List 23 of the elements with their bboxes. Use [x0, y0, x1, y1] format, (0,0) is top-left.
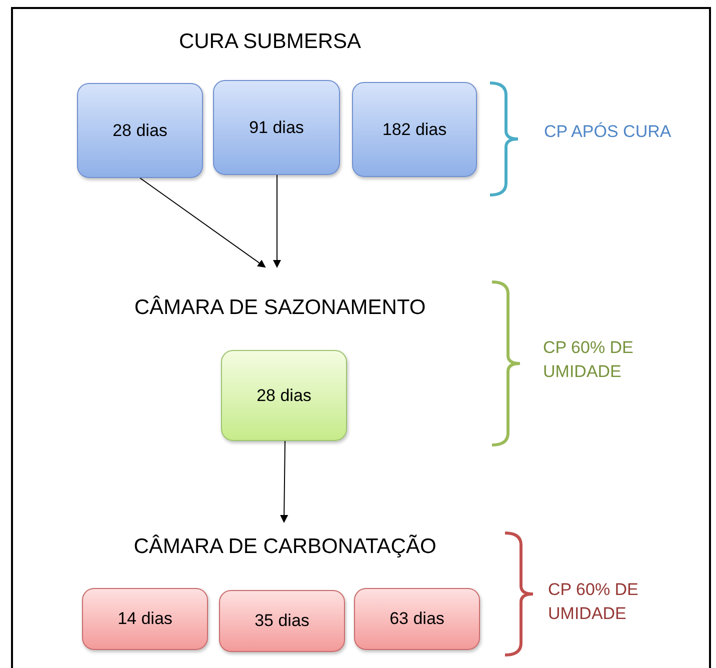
box-text: 14 dias	[118, 608, 172, 630]
box-text: 182 dias	[382, 118, 447, 141]
arrow	[140, 178, 266, 268]
box-text: 35 dias	[254, 610, 310, 632]
box-text: 63 dias	[390, 608, 444, 630]
process-box	[213, 80, 340, 175]
arrow	[273, 174, 281, 268]
process-box	[221, 350, 347, 441]
group-label: CP APÓS CURA	[544, 121, 672, 143]
process-box	[352, 82, 477, 177]
section-heading: CURA SUBMERSA	[178, 29, 362, 55]
process-box	[219, 590, 345, 652]
box-text: 28 dias	[256, 384, 312, 407]
process-box	[82, 588, 208, 650]
arrow	[280, 440, 288, 523]
group-label: CP 60% DE UMIDADE	[543, 337, 634, 383]
group-label: CP 60% DE UMIDADE	[548, 579, 640, 625]
box-text: 28 dias	[112, 120, 168, 142]
stage-heading: CÂMARA DE SAZONAMENTO	[134, 294, 426, 320]
process-box	[354, 588, 480, 650]
process-box	[77, 83, 203, 178]
stage-heading: CÂMARA DE CARBONATAÇÃO	[134, 534, 436, 560]
box-text: 91 dias	[249, 116, 304, 139]
